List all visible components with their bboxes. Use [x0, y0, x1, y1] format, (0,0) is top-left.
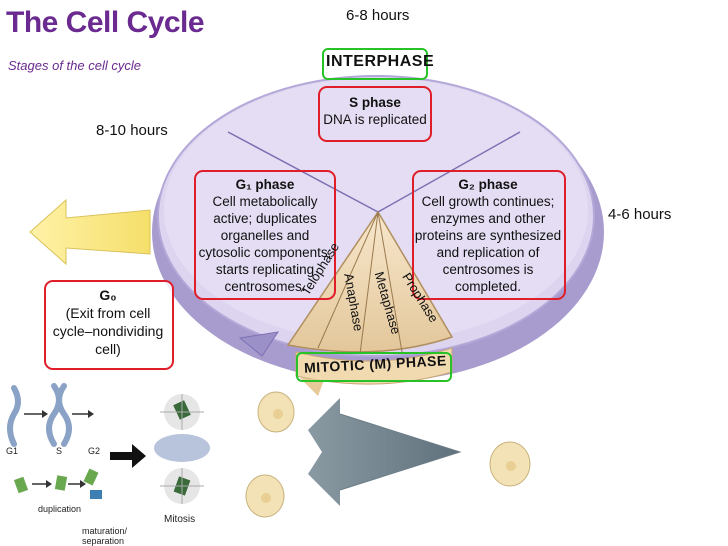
inset-label-g2: G2: [88, 446, 101, 456]
g1-phase-text: G₁ phase Cell metabolically active; dupl…: [196, 176, 334, 295]
s-phase-title: S phase: [349, 95, 401, 110]
chromosome-inset: [7, 383, 210, 504]
divider-g1-s: [227, 131, 379, 213]
inset-label-s: S: [56, 446, 63, 456]
duration-interphase: 6-8 hours: [346, 7, 410, 24]
g2-phase-title: G₂ phase: [458, 177, 518, 192]
g1-line: active; duplicates: [213, 211, 317, 226]
g0-line: cycle–nondividing: [52, 323, 164, 339]
g0-phase-box: [44, 280, 174, 370]
g1-line: Cell metabolically: [212, 194, 318, 209]
g2-line: proteins are synthesized: [414, 228, 562, 243]
g1-line: organelles and: [220, 228, 310, 243]
s-phase-desc: DNA is replicated: [323, 112, 427, 127]
mitotic-wedge: [286, 210, 454, 353]
divider-s-g2: [377, 131, 521, 213]
inset-label-maturation: maturation/: [82, 526, 128, 536]
g0-phase-title: G₀: [99, 287, 117, 303]
s-phase-text: S phase DNA is replicated: [320, 94, 430, 128]
mitotic-band: [295, 347, 453, 385]
inset-label-mitosis: Mitosis: [164, 514, 196, 525]
g2-phase-box: [412, 170, 566, 300]
g1-line: cytosolic components;: [198, 245, 332, 260]
inset-label-separation: separation: [82, 536, 125, 546]
g1-phase-title: G₁ phase: [235, 177, 295, 192]
return-arrow: [308, 398, 460, 506]
g2-line: completed.: [454, 279, 522, 294]
g0-line: (Exit from cell: [65, 305, 151, 321]
exit-arrow: [29, 198, 151, 266]
g2-line: and replication of: [436, 245, 540, 260]
g2-phase-text: G₂ phase Cell growth continues; enzymes …: [412, 176, 564, 295]
mitosis-spindle-icon: [154, 394, 210, 504]
g2-line: Cell growth continues;: [421, 194, 555, 209]
g0-phase-text: G₀ (Exit from cell cycle–nondividing cel…: [44, 286, 172, 358]
g2-line: centrosomes is: [442, 262, 534, 277]
duration-g2: 4-6 hours: [608, 206, 672, 223]
g1-line: starts replicating: [215, 262, 315, 277]
g2-line: enzymes and other: [430, 211, 546, 226]
interphase-label: INTERPHASE: [326, 53, 435, 70]
g1-phase-box: [194, 170, 336, 300]
s-phase-box: [318, 86, 432, 142]
page-title: The Cell Cycle: [6, 6, 205, 39]
g0-line: cell): [95, 341, 121, 357]
inset-label-duplication: duplication: [38, 504, 82, 514]
duration-g1: 8-10 hours: [96, 122, 168, 139]
page-subtitle: Stages of the cell cycle: [8, 58, 141, 73]
rim-arrow: [238, 331, 280, 357]
interphase-highlight: [322, 48, 428, 80]
mitotic-highlight: [296, 352, 452, 382]
inset-label-g1: G1: [6, 446, 19, 456]
g1-line: centrosomes.: [224, 279, 306, 294]
